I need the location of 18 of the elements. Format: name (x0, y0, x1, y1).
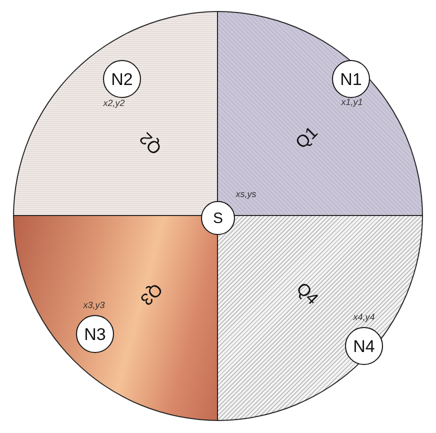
node-circle (103, 60, 141, 98)
coordinate-label: x2,y2 (103, 98, 125, 108)
coordinate-label: x4,y4 (353, 312, 375, 322)
node-label: N4 (353, 338, 375, 354)
quadrant-label: Q4 (292, 278, 322, 310)
quadrant-label: Q1 (292, 122, 322, 154)
node-circle (332, 60, 370, 98)
quadrant-label: Q2 (136, 128, 166, 158)
node-label: N2 (111, 70, 133, 88)
node-label: N3 (84, 326, 106, 342)
coordinate-label: xs,ys (236, 189, 256, 199)
node-circle (76, 315, 114, 353)
node-circle (345, 327, 383, 365)
coordinate-label: x3,y3 (83, 300, 105, 310)
coordinate-label: x1,y1 (341, 97, 363, 107)
node-label: S (212, 210, 223, 226)
node-label: N1 (340, 70, 362, 88)
quadrant-label: Q3 (136, 278, 166, 310)
